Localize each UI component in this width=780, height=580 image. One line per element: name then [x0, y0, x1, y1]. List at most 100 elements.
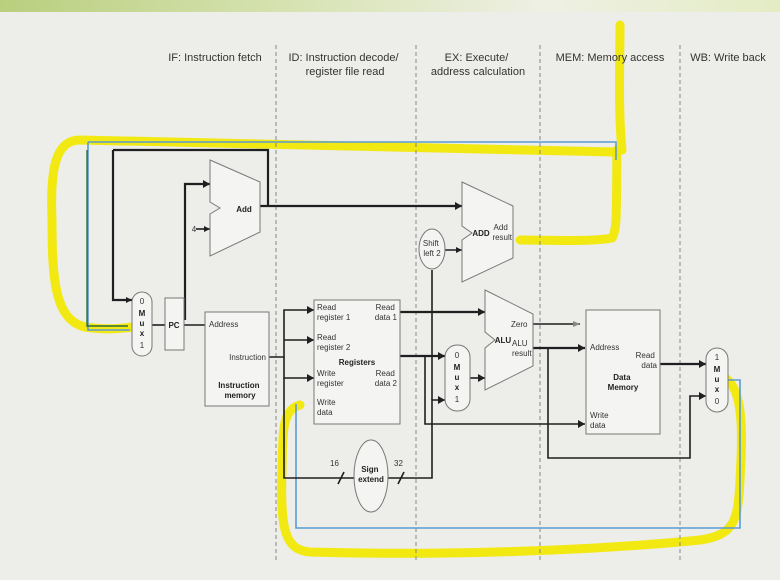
mux-alu-u: u [455, 373, 460, 382]
yellow-highlight-strokes [47, 20, 746, 558]
wire-rd2-dmem [424, 356, 585, 425]
wire-instr-bus [268, 309, 314, 358]
regs-read-data1: Read data 1 [375, 303, 398, 322]
highlight-branch-loop [515, 20, 627, 245]
wire-add-out-top [113, 148, 270, 206]
mux-alu-0: 0 [455, 351, 460, 360]
annotation-paths [86, 141, 741, 529]
arrow-alu-in1 [478, 308, 485, 316]
bits-in-label: 16 [330, 459, 339, 468]
sign-extend [353, 439, 389, 513]
arrow-dm-wd [578, 420, 585, 428]
arrowheads [126, 180, 706, 428]
regs-read-reg2: Read register 2 [317, 333, 351, 352]
mux-alu [444, 344, 471, 412]
arrow-wb-in0 [699, 392, 706, 400]
arrow-alu-in2 [478, 374, 485, 382]
adder-ex-label: ADD [472, 229, 490, 238]
imem-instruction: Instruction [229, 353, 266, 362]
components: 0 M u x 1 PC Add 4 Address Instruction I… [131, 159, 729, 513]
mux-alu-m: M [454, 363, 461, 372]
arrow-4-add [204, 226, 210, 232]
pc-label: PC [168, 321, 179, 330]
alu [484, 289, 534, 391]
wire-alu-bypass [547, 348, 706, 459]
imem-title: Instruction memory [218, 381, 262, 400]
adder-if-label: Add [236, 205, 252, 214]
regs-read-reg1: Read register 1 [317, 303, 351, 322]
shift-left-2 [418, 228, 446, 270]
mux-wb-1: 1 [715, 353, 720, 362]
blue-top-path [88, 141, 617, 160]
stage-ex-label: EX: Execute/ address calculation [431, 52, 525, 78]
arrow-mux-in0 [438, 352, 445, 360]
shift-left-label: Shift left 2 [423, 239, 441, 258]
alu-label: ALU [495, 336, 512, 345]
mux-wb-m: M [714, 365, 721, 374]
arrow-dm-addr [578, 344, 585, 352]
wire-instr-wr [283, 357, 314, 379]
mux-alu-1: 1 [455, 395, 460, 404]
adder-ex [461, 181, 514, 283]
mux-pc-u: u [140, 319, 145, 328]
adder-if [209, 159, 261, 257]
dmem-read-data: Read data [636, 351, 658, 370]
highlight-top-loop [47, 135, 620, 334]
green-left-path [86, 150, 128, 327]
mux-pc-0: 0 [140, 297, 145, 306]
arrow-rr2 [307, 336, 314, 344]
adder-if-const: 4 [192, 225, 197, 234]
stage-wb-label: WB: Write back [690, 52, 766, 64]
bits-out-label: 32 [394, 459, 403, 468]
wire-add-feedback [111, 150, 132, 302]
dmem-address: Address [590, 343, 619, 352]
arrow-pc-mux [126, 297, 132, 303]
stage-mem-label: MEM: Memory access [556, 52, 665, 64]
stage-dividers [275, 45, 681, 560]
arrow-shift [456, 247, 462, 253]
regs-read-data2: Read data 2 [375, 369, 398, 388]
bits-out-slash [397, 471, 405, 485]
arrow-wr [307, 374, 314, 382]
dmem-title: Data Memory [608, 373, 639, 392]
arrow-exadd [455, 202, 462, 210]
mux-wb-0: 0 [715, 397, 720, 406]
regs-title: Registers [339, 358, 376, 367]
mux-wb-x: x [715, 385, 720, 394]
arrow-rr1 [307, 306, 314, 314]
sign-extend-label: Sign extend [358, 465, 384, 484]
register-file [313, 299, 401, 425]
mux-pc [131, 291, 153, 357]
arrow-wb-in1 [699, 360, 706, 368]
alu-zero: Zero [511, 320, 528, 329]
data-memory [585, 309, 661, 435]
arrow-pc-add [203, 180, 210, 188]
stage-headers: IF: Instruction fetch ID: Instruction de… [168, 52, 766, 78]
dmem-write-data: Write data [590, 411, 611, 430]
blue-left-path [87, 142, 130, 331]
imem-address: Address [209, 320, 238, 329]
mux-pc-x: x [140, 329, 145, 338]
mux-alu-x: x [455, 383, 460, 392]
stage-id-label: ID: Instruction decode/ register file re… [288, 52, 401, 78]
pc-register [164, 297, 185, 351]
blue-bottom-path [295, 379, 741, 529]
mux-wb-u: u [715, 375, 720, 384]
mux-pc-m: M [139, 309, 146, 318]
mux-wb [705, 347, 729, 413]
stage-if-label: IF: Instruction fetch [168, 52, 262, 64]
top-accent-bar [0, 0, 780, 12]
arrow-mux-in1 [438, 396, 445, 404]
mux-pc-1: 1 [140, 341, 145, 350]
instruction-memory [204, 311, 270, 407]
bits-in-slash [337, 471, 345, 485]
wire-pc-top [183, 182, 210, 320]
wire-instr-sign [283, 378, 355, 479]
regs-write-data: Write data [317, 398, 338, 417]
adder-ex-result: Add result [492, 223, 512, 242]
regs-write-reg: Write register [317, 369, 344, 388]
alu-result: ALU result [512, 339, 532, 358]
arrow-zero [573, 321, 580, 327]
